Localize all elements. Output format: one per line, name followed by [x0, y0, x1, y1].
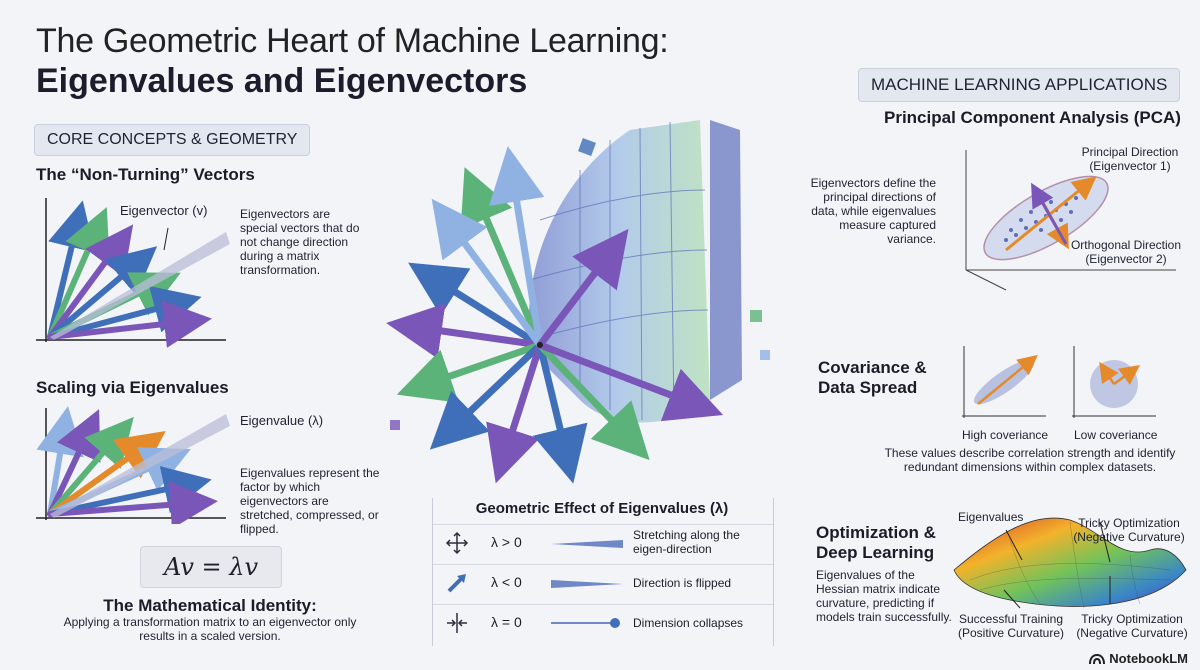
pca-heading: Principal Component Analysis (PCA): [884, 108, 1181, 127]
collapse-bar: [551, 618, 620, 628]
eigenvector-callout: Eigenvector (v): [120, 203, 208, 218]
high-covariance-label: High coveriance: [962, 428, 1049, 442]
scaling-heading: Scaling via Eigenvalues: [36, 378, 229, 397]
non-turning-heading: The “Non-Turning” Vectors: [36, 165, 255, 184]
description-negative: Direction is flipped: [633, 576, 732, 590]
description-zero: Dimension collapses: [633, 616, 744, 630]
identity-text: Applying a transformation matrix to an e…: [63, 615, 357, 643]
ml-applications-label: MACHINE LEARNING APPLICATIONS: [858, 68, 1181, 102]
tricky-optimization-bottom-label: Tricky Optimization (Negative Curvature): [1076, 612, 1188, 640]
pca-scatter-diagram: [965, 150, 1176, 291]
optimization-heading-line2: Deep Learning: [816, 543, 935, 562]
transformation-illustration: [386, 120, 770, 484]
orthogonal-direction-label: Orthogonal Direction (Eigenvector 2): [1070, 238, 1182, 266]
condition-positive: λ > 0: [491, 534, 522, 550]
scaling-vectors-diagram: [36, 406, 230, 524]
tricky-optimization-top-label: Tricky Optimization (Negative Curvature): [1073, 516, 1185, 544]
identity-heading: The Mathematical Identity:: [103, 596, 317, 615]
optimization-text: Eigenvalues of the Hessian matrix indica…: [816, 568, 952, 624]
loss-surface-diagram: [953, 517, 1187, 609]
principal-direction-label: Principal Direction (Eigenvector 1): [1081, 145, 1179, 173]
non-turning-vectors-diagram: [36, 198, 230, 348]
condition-zero: λ = 0: [491, 614, 522, 630]
table-row: λ = 0 Dimension collapses: [433, 604, 773, 641]
condition-negative: λ < 0: [491, 574, 522, 590]
scaling-text: Eigenvalues represent the factor by whic…: [240, 466, 380, 536]
successful-training-label: Successful Training (Positive Curvature): [957, 612, 1065, 640]
optimization-heading-line1: Optimization &: [816, 523, 936, 542]
covariance-heading-line1: Covariance &: [818, 358, 927, 377]
eigen-equation: Av = λv: [140, 546, 282, 588]
notebooklm-logo-icon: [1089, 653, 1106, 664]
non-turning-text: Eigenvectors are special vectors that do…: [240, 207, 360, 277]
pca-text: Eigenvectors define the principal direct…: [810, 176, 936, 246]
eigenvalue-callout: Eigenvalue (λ): [240, 413, 324, 428]
page-title-line1: The Geometric Heart of Machine Learning:: [36, 22, 669, 60]
table-row: λ < 0 Direction is flipped: [433, 564, 773, 601]
notebooklm-brand: NotebookLM: [1089, 651, 1188, 666]
brand-name: NotebookLM: [1109, 651, 1188, 666]
table-title: Geometric Effect of Eigenvalues (λ): [475, 500, 729, 517]
flip-bar: [551, 580, 623, 588]
stretch-bar: [551, 540, 623, 548]
collapse-arrows-icon: [447, 613, 467, 633]
covariance-heading-line2: Data Spread: [818, 378, 918, 397]
eigenvalue-effect-table: λ > 0 Stretching along the eigen-directi…: [432, 498, 774, 646]
description-positive: Stretching along the eigen-direction: [633, 528, 740, 556]
eigenvalues-label: Eigenvalues: [958, 510, 1024, 524]
table-row: λ > 0 Stretching along the eigen-directi…: [433, 524, 773, 561]
page-title-line2: Eigenvalues and Eigenvectors: [36, 62, 528, 100]
covariance-text: These values describe correlation streng…: [884, 446, 1176, 474]
flip-arrow-icon: [447, 574, 466, 593]
core-concepts-label: CORE CONCEPTS & GEOMETRY: [34, 124, 311, 156]
low-covariance-plot: [1072, 346, 1156, 418]
high-covariance-plot: [962, 346, 1046, 418]
expand-arrows-icon: [445, 531, 469, 555]
low-covariance-label: Low coveriance: [1074, 428, 1158, 442]
